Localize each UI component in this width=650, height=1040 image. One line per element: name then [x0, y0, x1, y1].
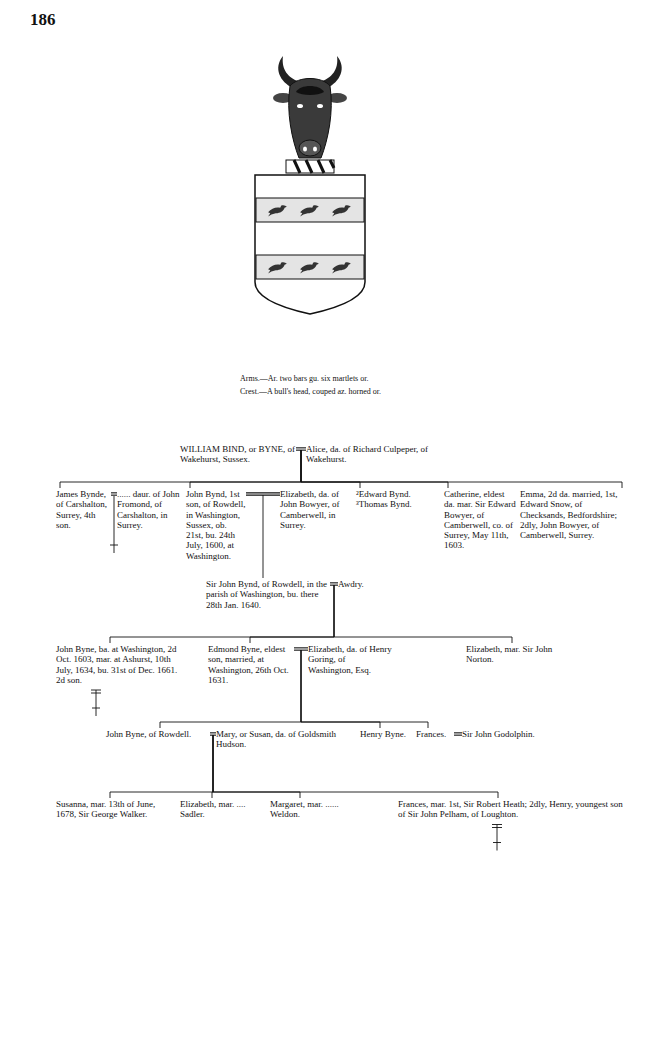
person-entry: Elizabeth, mar. Sir John Norton. — [466, 643, 562, 666]
person-entry: Emma, 2d da. married, 1st, Edward Snow, … — [520, 488, 626, 541]
person-entry: Alice, da. of Richard Culpeper, of Wakeh… — [306, 443, 456, 466]
martlet — [332, 262, 351, 273]
person-entry: John Bynd, 1st son, of Rowdell, in Washi… — [186, 488, 246, 562]
person-entry: Elizabeth, mar. .... Sadler. — [180, 798, 252, 821]
martlet — [268, 262, 287, 273]
blazon-arms: Arms.—Ar. two bars gu. six martlets or. — [240, 374, 368, 383]
issue-mark — [492, 824, 502, 825]
person-text: Edmond Byne, eldest son, married, at Was… — [208, 644, 294, 685]
blazon-crest: Crest.—A bull's head, couped az. horned … — [240, 387, 381, 396]
person-entry: Sir John Bynd, of Rowdell, in the parish… — [206, 578, 330, 611]
person-text: WILLIAM BIND, or BYNE, of Wakehurst, Sus… — [180, 444, 296, 465]
person-text: Frances, mar. 1st, Sir Robert Heath; 2dl… — [398, 799, 626, 820]
person-entry: ²Edward Bynd.³Thomas Bynd. — [356, 488, 438, 511]
eye — [297, 104, 303, 108]
person-entry: James Bynde, of Carshalton, Surrey, 4th … — [56, 488, 111, 531]
person-text: John Byne, ba. at Washington, 2d Oct. 16… — [56, 644, 180, 685]
martlet — [300, 262, 319, 273]
person-entry: WILLIAM BIND, or BYNE, of Wakehurst, Sus… — [180, 443, 296, 466]
shield — [255, 175, 365, 314]
issue-mark — [91, 693, 101, 694]
person-text: Elizabeth, da. of Henry Goring, of Washi… — [308, 644, 392, 675]
marriage-line — [296, 447, 306, 450]
bull-head — [289, 79, 332, 159]
person-text: James Bynde, of Carshalton, Surrey, 4th … — [56, 489, 111, 530]
wreath-twist — [294, 160, 334, 173]
descent-line — [246, 494, 263, 578]
person-text: Elizabeth, da. of John Bowyer, of Camber… — [280, 489, 348, 530]
person-text: Susanna, mar. 13th of June, 1678, Sir Ge… — [56, 799, 176, 820]
person-text: Awdry. — [338, 579, 378, 589]
wreath — [286, 160, 334, 173]
eye — [317, 104, 323, 108]
person-text: Catherine, eldest da. mar. Sir Edward Bo… — [444, 489, 516, 551]
issue-mark — [114, 496, 115, 553]
person-entry: Henry Byne. — [360, 728, 412, 740]
person-text: Elizabeth, mar. .... Sadler. — [180, 799, 252, 820]
descent-line — [330, 584, 512, 643]
issue-mark — [91, 690, 101, 691]
person-text: Mary, or Susan, da. of Goldsmith Hudson. — [216, 729, 356, 750]
marriage-line — [294, 647, 308, 650]
person-text: Sir John Godolphin. — [462, 729, 566, 739]
marriage-gap — [294, 648, 308, 649]
marriage-line — [454, 732, 462, 735]
person-entry: Edmond Byne, eldest son, married, at Was… — [208, 643, 294, 686]
person-entry: John Byne, ba. at Washington, 2d Oct. 16… — [56, 643, 180, 686]
person-entry: Sir John Godolphin. — [462, 728, 566, 740]
person-entry: Frances. — [416, 728, 454, 740]
person-entry: Mary, or Susan, da. of Goldsmith Hudson. — [216, 728, 356, 751]
issue-mark — [492, 827, 502, 828]
bar — [256, 198, 364, 222]
marriage-line — [210, 732, 216, 735]
person-entry: Awdry. — [338, 578, 378, 590]
martlet — [332, 205, 351, 216]
nostril — [313, 147, 317, 152]
issue-mark — [92, 708, 100, 709]
nostril — [303, 147, 307, 152]
page-number: 186 — [30, 10, 56, 30]
person-text: Elizabeth, mar. Sir John Norton. — [466, 644, 562, 665]
person-entry: Frances, mar. 1st, Sir Robert Heath; 2dl… — [398, 798, 626, 821]
bar — [256, 255, 364, 279]
martlet — [300, 205, 319, 216]
person-text: Sir John Bynd, of Rowdell, in the parish… — [206, 579, 330, 610]
person-text: ²Edward Bynd. — [356, 489, 438, 499]
person-text: Frances. — [416, 729, 454, 739]
person-text: Margaret, mar. ...... Weldon. — [270, 799, 370, 820]
issue-mark — [110, 545, 118, 546]
marriage-gap — [111, 493, 117, 494]
person-entry: Susanna, mar. 13th of June, 1678, Sir Ge… — [56, 798, 176, 821]
issue-mark — [96, 690, 97, 716]
person-text: ³Thomas Bynd. — [356, 499, 438, 509]
person-text: ...... daur. of John Fromond, of Carshal… — [117, 489, 181, 530]
marriage-gap — [454, 733, 462, 734]
marriage-line — [330, 582, 338, 585]
marriage-gap — [210, 733, 216, 734]
martlet — [268, 205, 287, 216]
person-text: Alice, da. of Richard Culpeper, of Wakeh… — [306, 444, 456, 465]
person-text: Emma, 2d da. married, 1st, Edward Snow, … — [520, 489, 626, 540]
marriage-line — [246, 492, 280, 495]
descent-line — [210, 734, 498, 798]
person-entry: Catherine, eldest da. mar. Sir Edward Bo… — [444, 488, 516, 552]
person-entry: Margaret, mar. ...... Weldon. — [270, 798, 370, 821]
person-entry: Elizabeth, da. of John Bowyer, of Camber… — [280, 488, 348, 531]
marriage-gap — [296, 448, 306, 449]
forelock — [296, 86, 324, 95]
person-text: Henry Byne. — [360, 729, 412, 739]
descent-line — [110, 734, 213, 798]
person-entry: Elizabeth, da. of Henry Goring, of Washi… — [308, 643, 392, 676]
marriage-gap — [330, 583, 338, 584]
muzzle — [299, 140, 321, 156]
person-text: John Bynd, 1st son, of Rowdell, in Washi… — [186, 489, 246, 561]
person-text: John Byne, of Rowdell. — [106, 729, 210, 739]
marriage-line — [111, 492, 117, 495]
person-entry: ...... daur. of John Fromond, of Carshal… — [117, 488, 181, 531]
issue-mark — [493, 842, 501, 843]
issue-mark — [497, 825, 498, 851]
person-entry: John Byne, of Rowdell. — [106, 728, 210, 740]
marriage-gap — [246, 493, 280, 494]
